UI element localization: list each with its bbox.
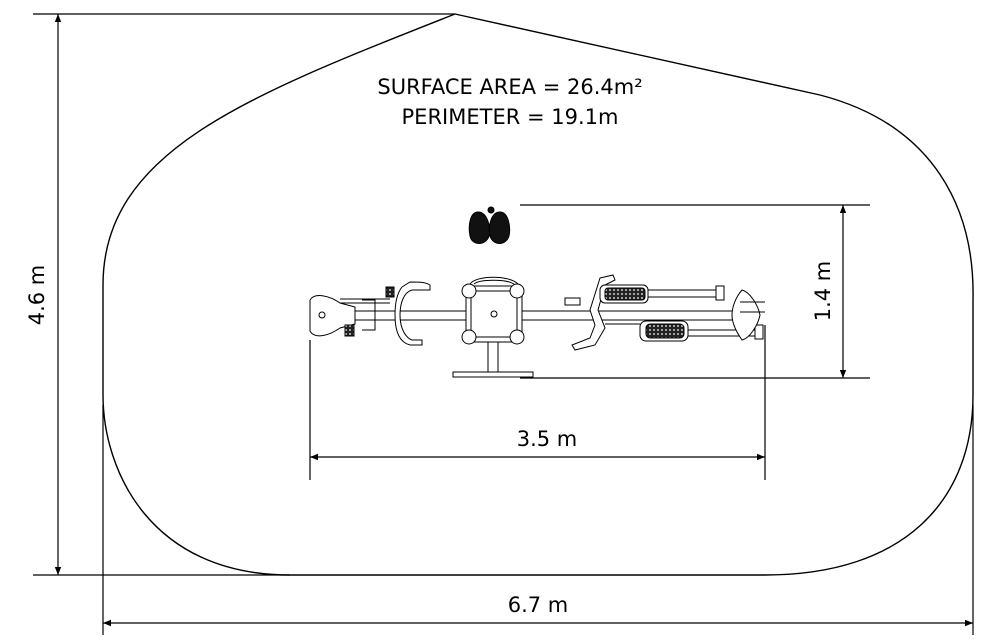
surface-area-text: SURFACE AREA = 26.4m² [377, 75, 642, 99]
equipment-depth-label: 1.4 m [811, 261, 835, 322]
width-dimension-label: 6.7 m [508, 593, 569, 617]
footprints-icon [468, 206, 511, 244]
perimeter-text: PERIMETER = 19.1m [402, 105, 619, 129]
height-dimension [33, 13, 455, 576]
left-seat-icon [309, 295, 356, 337]
equipment-length-label: 3.5 m [517, 427, 578, 451]
equipment-depth-dimension [520, 204, 870, 379]
equipment-plan [309, 206, 765, 378]
width-dimension [102, 405, 974, 635]
height-dimension-label: 4.6 m [25, 265, 49, 326]
equipment-length-dimension [309, 325, 766, 480]
